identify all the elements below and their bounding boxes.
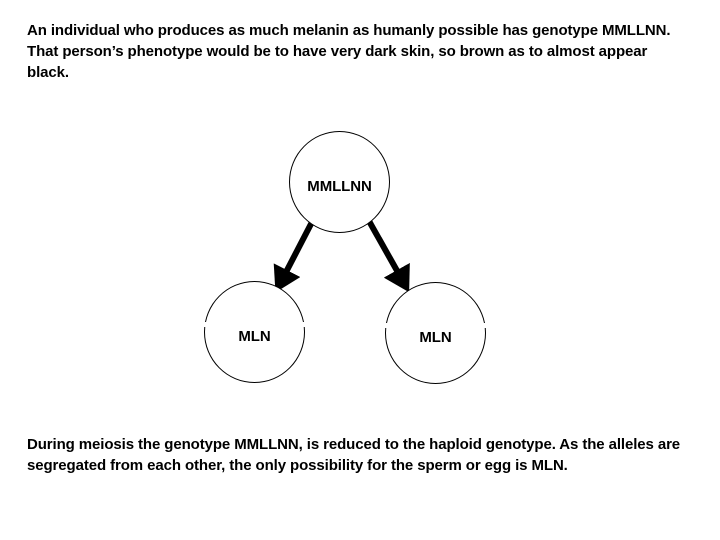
node-parent-label: MMLLNN bbox=[307, 178, 372, 195]
node-gamete-left: MLN bbox=[204, 281, 305, 383]
node-parent-cell: MMLLNN bbox=[289, 131, 390, 233]
circle-stroke-gap bbox=[385, 323, 388, 328]
conclusion-paragraph: During meiosis the genotype MMLLNN, is r… bbox=[27, 436, 685, 474]
node-gamete-left-label: MLN bbox=[238, 328, 271, 345]
node-gamete-right: MLN bbox=[385, 282, 486, 384]
circle-stroke-gap bbox=[204, 322, 207, 327]
circle-stroke-gap bbox=[303, 322, 306, 327]
circle-stroke-gap bbox=[484, 323, 487, 328]
intro-paragraph: An individual who produces as much melan… bbox=[27, 22, 675, 81]
arrow-left bbox=[273, 220, 315, 293]
arrow-right bbox=[366, 219, 410, 293]
node-gamete-right-label: MLN bbox=[419, 329, 452, 346]
